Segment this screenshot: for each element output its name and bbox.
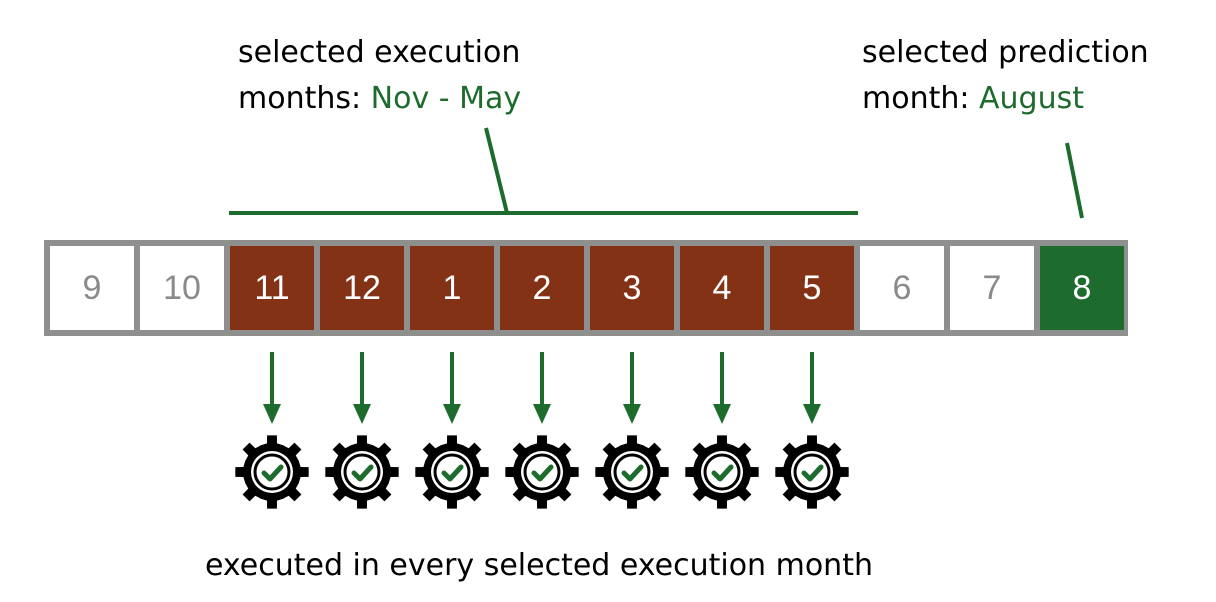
arrow-head-icon <box>713 404 731 424</box>
prediction-pointer-line <box>1065 142 1084 219</box>
arrow-head-icon <box>263 404 281 424</box>
gear-check-icon <box>235 435 309 509</box>
month-cell-2: 2 <box>500 246 584 330</box>
month-cell-9: 9 <box>50 246 134 330</box>
month-cell-3: 3 <box>590 246 674 330</box>
gear-check-icon <box>685 435 759 509</box>
month-cell-6: 6 <box>860 246 944 330</box>
execution-pointer-line <box>484 127 509 214</box>
month-cell-8: 8 <box>1040 246 1124 330</box>
prediction-month-value: August <box>979 81 1085 116</box>
prediction-month-label: selected prediction month: August <box>862 30 1149 122</box>
gear-check-icon <box>415 435 489 509</box>
gear-check-icon <box>505 435 579 509</box>
execution-label-prefix: months: <box>238 81 371 116</box>
gear-check-icon <box>595 435 669 509</box>
month-cell-1: 1 <box>410 246 494 330</box>
month-cell-12: 12 <box>320 246 404 330</box>
prediction-label-line2: month: August <box>862 76 1149 122</box>
arrow-head-icon <box>803 404 821 424</box>
arrow-head-icon <box>533 404 551 424</box>
execution-icons <box>235 352 849 509</box>
month-cell-10: 10 <box>140 246 224 330</box>
gear-check-icon <box>775 435 849 509</box>
prediction-label-prefix: month: <box>862 81 980 116</box>
gear-check-icon <box>325 435 399 509</box>
month-cell-11: 11 <box>230 246 314 330</box>
arrow-head-icon <box>353 404 371 424</box>
execution-months-label: selected execution months: Nov - May <box>238 30 521 122</box>
arrow-head-icon <box>443 404 461 424</box>
bottom-caption: executed in every selected execution mon… <box>205 548 873 583</box>
month-cell-5: 5 <box>770 246 854 330</box>
prediction-label-line1: selected prediction <box>862 35 1149 70</box>
execution-label-line2: months: Nov - May <box>238 76 521 122</box>
month-cell-4: 4 <box>680 246 764 330</box>
month-cell-7: 7 <box>950 246 1034 330</box>
execution-months-value: Nov - May <box>370 81 522 116</box>
arrow-head-icon <box>623 404 641 424</box>
execution-label-line1: selected execution <box>238 35 521 70</box>
